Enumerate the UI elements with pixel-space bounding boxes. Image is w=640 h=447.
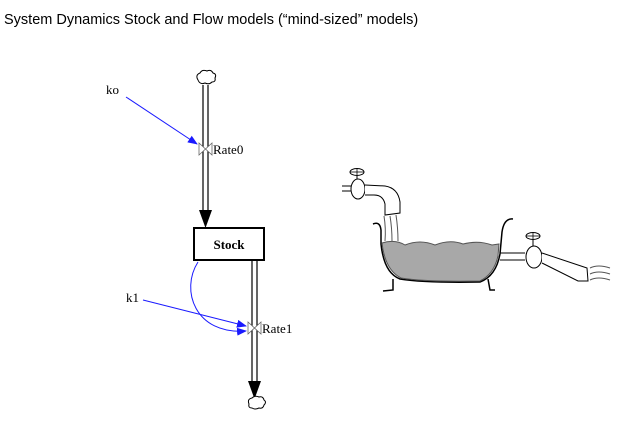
faucet-icon: [342, 168, 401, 242]
k1-link-arrow: [142, 299, 247, 328]
rate0-label: Rate0: [213, 142, 243, 157]
rate1-valve-icon[interactable]: [247, 321, 262, 335]
rate0-valve-icon[interactable]: [198, 142, 213, 156]
sink-cloud-icon: [247, 395, 266, 410]
ko-link-arrow: [125, 96, 198, 145]
rate1-label: Rate1: [262, 321, 292, 336]
page-title: System Dynamics Stock and Flow models (“…: [4, 12, 419, 28]
inflow-arrowhead-icon: [199, 210, 212, 228]
bathtub-illustration: [342, 168, 611, 292]
drain-valve-icon: [500, 232, 611, 282]
stock-feedback-link-arrow: [190, 261, 247, 336]
inflow-pipe: [199, 85, 212, 228]
k1-label: k1: [126, 290, 139, 305]
source-cloud-icon: [196, 69, 217, 85]
ko-label: ko: [106, 82, 119, 97]
outflow-arrowhead-icon: [248, 381, 261, 399]
stock-label: Stock: [213, 237, 245, 252]
stock-box[interactable]: [193, 227, 265, 261]
outflow-pipe: [248, 260, 261, 399]
